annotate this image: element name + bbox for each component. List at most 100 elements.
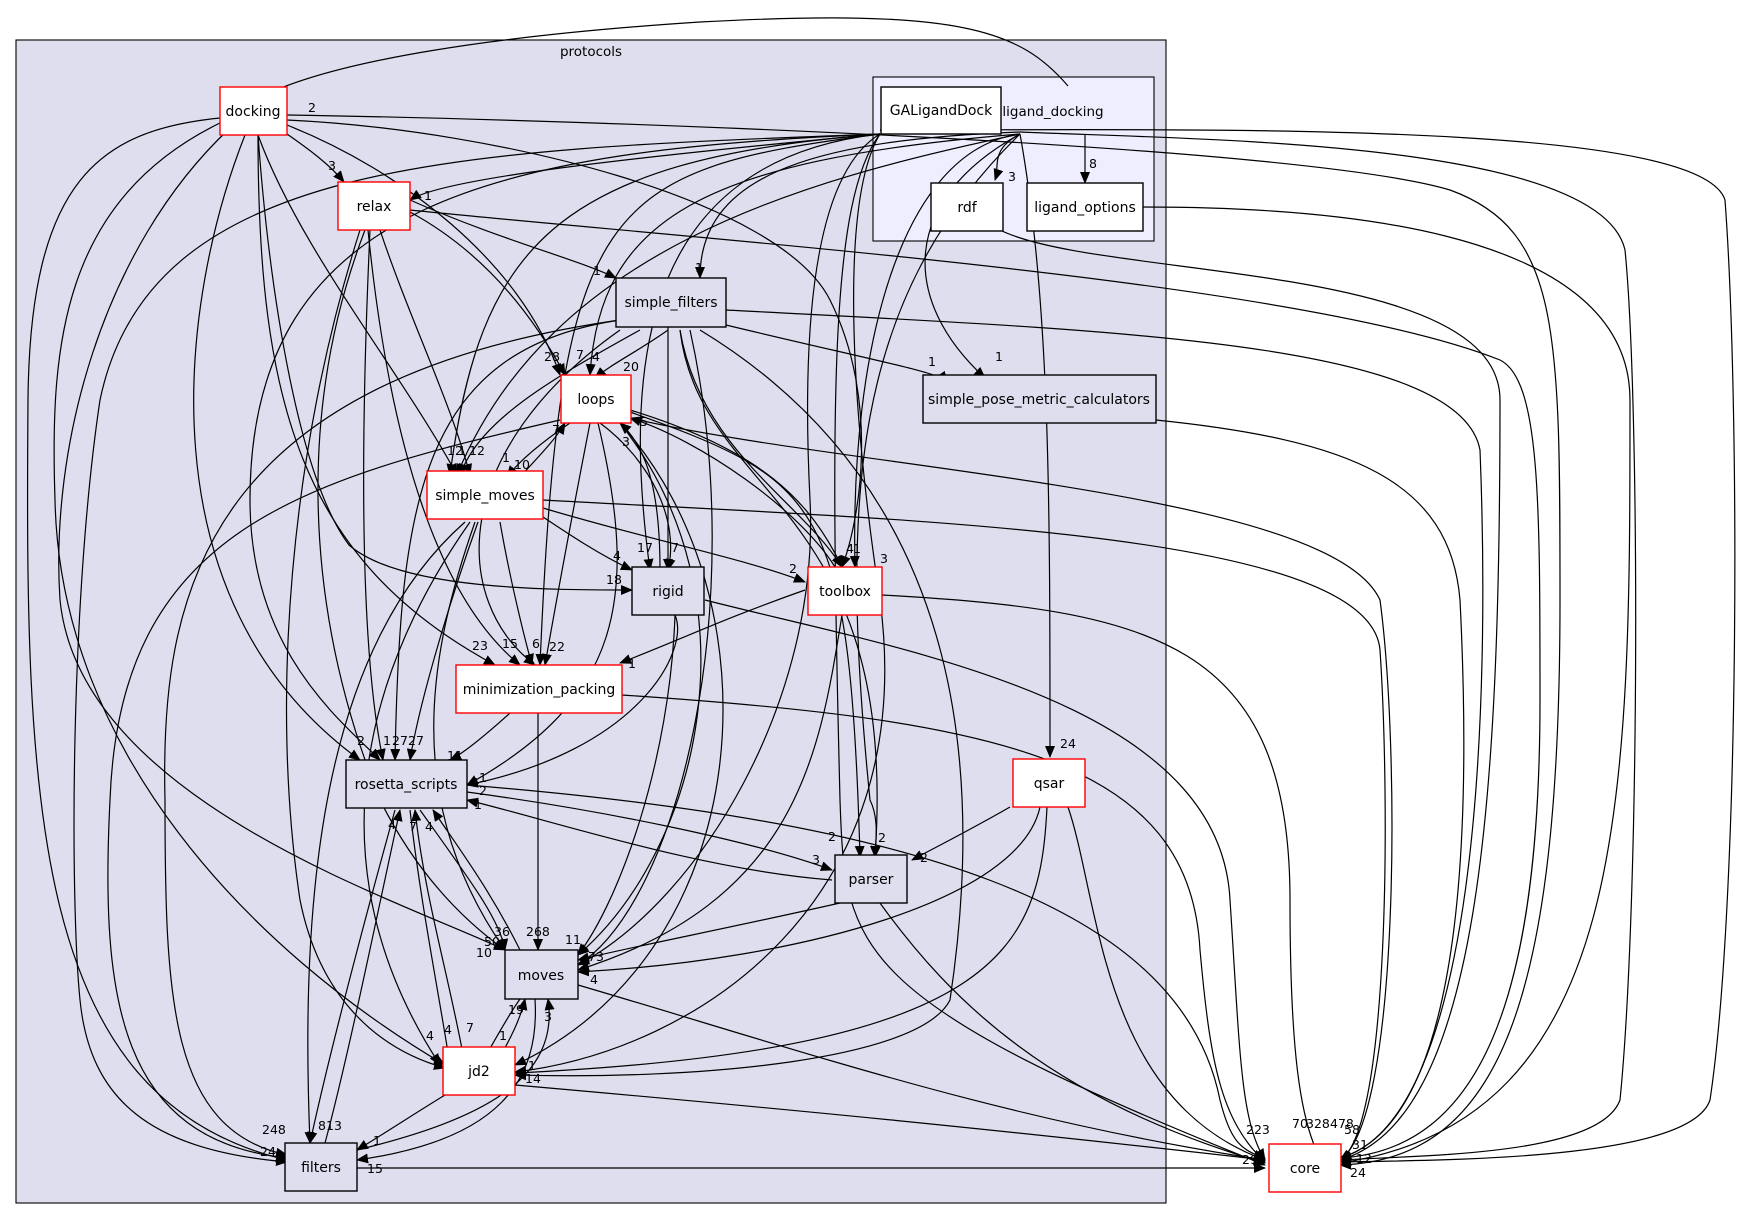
- edge-label: 31: [1352, 1137, 1368, 1152]
- node-docking[interactable]: docking: [219, 86, 288, 136]
- edge-filters-rosetta: [324, 809, 403, 1144]
- edge-label: 70: [1292, 1116, 1308, 1131]
- edge-loops-parser: [629, 411, 865, 858]
- edge-galigand-moves: [577, 133, 881, 966]
- edge-qsar-jd2: [514, 806, 1048, 1078]
- edge-loops-minpack: [541, 422, 591, 666]
- edge-label: 7: [409, 819, 417, 834]
- edge-rigid-moves: [577, 614, 676, 956]
- cluster-ligand-docking-label[interactable]: ligand_docking: [1002, 104, 1103, 120]
- edge-sm-minpack: [499, 521, 534, 666]
- edge-label: 8: [318, 1118, 326, 1133]
- edge-label: 7: [400, 733, 408, 748]
- edge-relax-minpack: [367, 229, 521, 666]
- edge-loops-filters: [107, 419, 561, 1162]
- edge-label: 478: [1330, 1116, 1354, 1131]
- node-simple-moves[interactable]: simple_moves: [426, 470, 544, 520]
- edge-label: 29: [1242, 1152, 1258, 1167]
- edge-ligand-spmc: [924, 133, 1021, 379]
- edge-galigand-rosetta: [249, 133, 881, 761]
- edge-label: 1: [593, 263, 601, 278]
- node-ligand-options[interactable]: ligand_options: [1026, 182, 1144, 232]
- edge-label: 7: [671, 540, 679, 555]
- edge-moves-core: [577, 984, 1266, 1164]
- edge-sm-rosetta: [406, 521, 479, 761]
- edge-label: 8: [1089, 156, 1097, 171]
- node-qsar[interactable]: qsar: [1012, 758, 1086, 808]
- edge-relax-loops: [409, 211, 566, 376]
- edge-label: 4: [444, 1022, 452, 1037]
- edge-label: 1: [928, 354, 936, 369]
- edge-toolbox-moves: [577, 614, 843, 972]
- node-loops[interactable]: loops: [560, 374, 632, 424]
- node-rosetta-scripts[interactable]: rosetta_scripts: [345, 759, 468, 809]
- edge-label: 4: [425, 819, 433, 834]
- edge-docking-simple-moves: [257, 134, 458, 476]
- edge-docking-filters: [26, 117, 288, 1163]
- edge-sf-core: [725, 309, 1484, 1160]
- edge-label: 36: [494, 924, 510, 939]
- edge-docking-core: [286, 114, 1561, 1170]
- edge-ligand-options-core: [1142, 206, 1631, 1167]
- edge-parser-rosetta: [466, 797, 833, 881]
- edge-label: 4: [592, 349, 600, 364]
- edge-qsar-core: [1067, 806, 1266, 1161]
- edge-relax-simple-moves: [379, 229, 472, 476]
- edge-parser-core: [879, 902, 1266, 1165]
- node-relax[interactable]: relax: [337, 181, 411, 231]
- edge-label: 3: [812, 852, 820, 867]
- node-simple-pose-metric-calculators[interactable]: simple_pose_metric_calculators: [922, 374, 1157, 424]
- edge-label: 2: [828, 829, 836, 844]
- edge-loops-moves: [577, 422, 702, 956]
- edge-rosetta-jd2: [409, 809, 454, 1066]
- node-rigid[interactable]: rigid: [631, 566, 705, 616]
- cluster-protocols-label: protocols: [560, 44, 622, 60]
- node-galiganddock[interactable]: GALigandDock: [880, 86, 1002, 135]
- edge-label: 1: [458, 443, 466, 458]
- node-toolbox[interactable]: toolbox: [807, 566, 883, 616]
- edge-label: 3: [544, 1009, 552, 1024]
- node-ligand-options-label: ligand_options: [1034, 200, 1136, 216]
- edge-label: 23: [472, 638, 488, 653]
- edge-galigand-relax: [409, 133, 881, 201]
- node-filters[interactable]: filters: [284, 1142, 358, 1192]
- edge-moves-rosetta: [432, 809, 521, 951]
- node-filters-label: filters: [301, 1160, 341, 1176]
- node-parser[interactable]: parser: [834, 854, 908, 904]
- edge-galigand-jd2: [514, 133, 886, 1076]
- edge-docking-moves: [58, 127, 506, 951]
- edge-galigand-core-b: [834, 133, 1266, 1166]
- node-moves[interactable]: moves: [504, 949, 579, 1000]
- node-jd2[interactable]: jd2: [442, 1046, 516, 1096]
- edge-docking-minpack: [257, 134, 496, 666]
- node-rdf[interactable]: rdf: [930, 182, 1004, 232]
- edge-label: 1: [528, 1058, 536, 1073]
- node-galiganddock-label: GALigandDock: [890, 103, 993, 119]
- edge-label: 17: [637, 540, 653, 555]
- edge-label: 11: [565, 932, 581, 947]
- edge-galigand-minpack: [535, 133, 881, 666]
- node-qsar-label: qsar: [1034, 776, 1065, 792]
- edge-label: 3: [328, 158, 336, 173]
- edge-label: 268: [526, 924, 550, 939]
- edge-label: 328: [1306, 1116, 1330, 1131]
- node-minimization-packing[interactable]: minimization_packing: [455, 664, 623, 714]
- edge-rigid-rosetta: [466, 614, 679, 788]
- edge-sf-jd2: [514, 329, 964, 1081]
- node-simple-filters[interactable]: simple_filters: [615, 277, 727, 328]
- node-simple-moves-label: simple_moves: [435, 488, 535, 504]
- edge-label: 22: [549, 639, 565, 654]
- edge-label: 24: [1350, 1165, 1366, 1180]
- edge-rosetta-filters: [307, 809, 396, 1144]
- edge-label: 12: [447, 443, 463, 458]
- edge-label: 15: [502, 636, 518, 651]
- edge-label: 1: [424, 188, 432, 203]
- edge-label: 2: [920, 850, 928, 865]
- edge-label: 2: [357, 733, 365, 748]
- node-loops-label: loops: [577, 392, 614, 408]
- edge-galigand-simple-moves: [446, 133, 881, 476]
- node-core[interactable]: core: [1268, 1143, 1342, 1193]
- edge-label: 27: [408, 733, 424, 748]
- edge-ligand-loops: [585, 133, 1021, 376]
- node-simple-filters-label: simple_filters: [624, 295, 717, 311]
